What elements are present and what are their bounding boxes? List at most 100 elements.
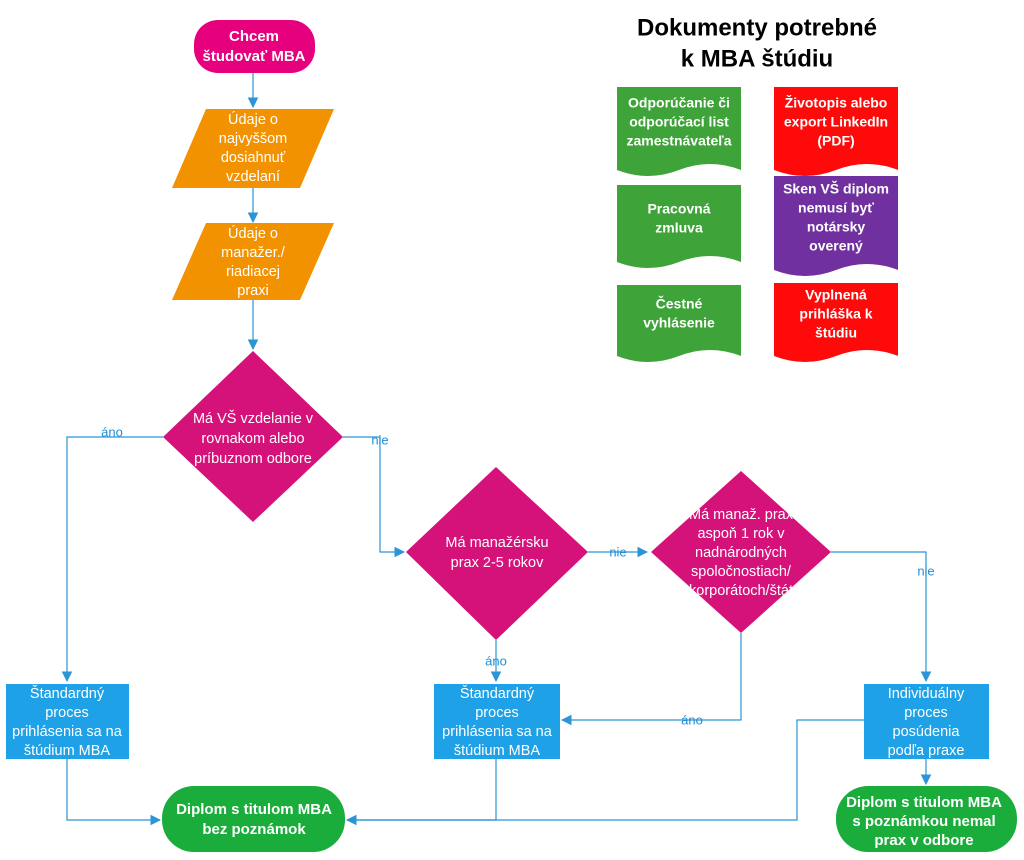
edge-process1-to-terminal1: [66, 759, 162, 826]
edge-process2-to-terminal1: [345, 759, 497, 826]
document-cv-line-2: export LinkedIn: [784, 114, 888, 130]
document-diploma-line-2: nemusí byť: [798, 200, 874, 216]
terminal-note-line-2: s poznámkou nemal: [852, 813, 995, 830]
document-shape-cv: [774, 87, 898, 176]
input-node-education: Údaje o najvyššom dosiahnuť vzdelaní: [172, 109, 334, 188]
process-standard-1-line-3: prihlásenia sa na: [12, 724, 123, 740]
process-individual-line-3: posúdenia: [893, 724, 961, 740]
document-shape-recommendation: [617, 87, 741, 176]
edge-labels: áno nie nie áno nie áno: [101, 424, 935, 727]
document-shape-diploma-scan: [774, 176, 898, 276]
edge-label-no-3: nie: [917, 563, 934, 578]
terminal-node-diploma-note: Diplom s titulom MBA s poznámkou nemal p…: [836, 786, 1017, 852]
process-standard-1-line-1: Štandardný: [30, 685, 105, 702]
document-application-line-3: štúdiu: [815, 325, 857, 341]
edge-label-yes-1: áno: [101, 424, 123, 439]
input-practice-line-1: Údaje o: [228, 225, 278, 242]
document-diploma-line-3: notársky: [807, 219, 866, 235]
terminal-note-line-3: prax v odbore: [874, 832, 973, 849]
document-recommendation-line-1: Odporúčanie či: [628, 95, 730, 111]
document-diploma-line-1: Sken VŠ diplom: [783, 180, 889, 197]
process-shape-standard-2: [434, 684, 560, 759]
process-standard-1-line-4: štúdium MBA: [24, 743, 111, 759]
document-declaration: Čestné vyhlásenie: [617, 285, 741, 362]
decision-degree-line-3: príbuznom odbore: [194, 451, 312, 467]
edge-process3-to-terminal1: [347, 719, 864, 821]
edge-decision3-no: [831, 551, 932, 683]
process-individual-line-1: Individuálny: [888, 686, 965, 702]
document-cv-line-1: Životopis alebo: [785, 94, 888, 111]
edge-label-no-2: nie: [609, 544, 626, 559]
decision-practice-line-2: prax 2-5 rokov: [451, 555, 544, 571]
document-diploma-line-4: overený: [809, 238, 863, 254]
document-cv-line-3: (PDF): [817, 133, 854, 149]
edge-decision3-yes: [560, 633, 742, 726]
input-practice-line-2: manažer./: [221, 245, 286, 261]
start-label-line-2: študovať MBA: [202, 48, 305, 65]
edge-label-yes-3: áno: [681, 712, 703, 727]
document-application-line-2: prihláška k: [799, 306, 872, 322]
process-shape-individual: [864, 684, 989, 759]
document-work-contract: Pracovná zmluva: [617, 185, 741, 268]
process-standard-2-line-1: Štandardný: [460, 685, 535, 702]
edge-label-yes-2: áno: [485, 653, 507, 668]
document-recommendation-line-2: odporúčací list: [629, 114, 729, 130]
decision-shape-practice-years: [406, 467, 588, 640]
document-cv: Životopis alebo export LinkedIn (PDF): [774, 87, 898, 176]
process-node-standard-1: Štandardný proces prihlásenia sa na štúd…: [6, 684, 129, 759]
document-contract-line-1: Pracovná: [647, 201, 710, 217]
input-practice-line-4: praxi: [237, 283, 268, 299]
document-contract-line-2: zmluva: [655, 220, 703, 236]
edge-label-no-1: nie: [371, 432, 388, 447]
input-shape-practice: [172, 223, 334, 300]
process-shape-standard-1: [6, 684, 129, 759]
document-shape-application: [774, 283, 898, 362]
decision-degree-line-2: rovnakom alebo: [201, 431, 304, 447]
document-application: Vyplnená prihláška k štúdiu: [774, 283, 898, 362]
input-education-line-1: Údaje o: [228, 111, 278, 128]
document-declaration-line-2: vyhlásenie: [643, 315, 715, 331]
terminal-plain-line-1: Diplom s titulom MBA: [176, 801, 332, 818]
connectors: [61, 73, 932, 826]
decision-multinational-line-2: aspoň 1 rok v: [697, 526, 785, 542]
decision-shape-multinational: [651, 471, 831, 633]
document-shape-declaration: [617, 285, 741, 362]
decision-node-degree: Má VŠ vzdelanie v rovnakom alebo príbuzn…: [163, 351, 343, 522]
decision-multinational-line-1: Má manaž. prax: [689, 507, 794, 523]
process-node-standard-2: Štandardný proces prihlásenia sa na štúd…: [434, 684, 560, 759]
input-education-line-3: dosiahnuť: [221, 150, 286, 166]
decision-shape-degree: [163, 351, 343, 522]
process-node-individual: Individuálny proces posúdenia podľa prax…: [864, 684, 989, 759]
decision-multinational-line-4: spoločnostiach/: [691, 564, 792, 580]
document-diploma-scan: Sken VŠ diplom nemusí byť notársky overe…: [774, 176, 898, 276]
terminal-plain-line-2: bez poznámok: [202, 821, 306, 838]
process-individual-line-4: podľa praxe: [888, 743, 965, 759]
input-education-line-4: vzdelaní: [226, 169, 280, 185]
document-recommendation: Odporúčanie či odporúčací list zamestnáv…: [617, 87, 741, 176]
edge-decision1-no: [343, 436, 406, 558]
process-standard-2-line-4: štúdium MBA: [454, 743, 541, 759]
input-shape-education: [172, 109, 334, 188]
process-individual-line-2: proces: [904, 705, 948, 721]
edge-decision1-yes: [61, 436, 163, 683]
decision-degree-line-1: Má VŠ vzdelanie v: [193, 410, 314, 427]
process-standard-2-line-2: proces: [475, 705, 519, 721]
terminal-shape-diploma-note: [836, 786, 1017, 852]
terminal-shape-diploma-plain: [162, 786, 345, 852]
decision-practice-line-1: Má manažérsku: [445, 535, 548, 551]
title-line-1: Dokumenty potrebné: [637, 14, 877, 41]
title-line-2: k MBA štúdiu: [681, 45, 833, 72]
start-node: Chcem študovať MBA: [194, 20, 315, 73]
document-declaration-line-1: Čestné: [656, 295, 703, 312]
input-education-line-2: najvyššom: [219, 131, 288, 147]
decision-multinational-line-3: nadnárodných: [695, 545, 787, 561]
terminal-node-diploma-plain: Diplom s titulom MBA bez poznámok: [162, 786, 345, 852]
process-standard-2-line-3: prihlásenia sa na: [442, 724, 553, 740]
document-recommendation-line-3: zamestnávateľa: [626, 133, 731, 149]
start-label-line-1: Chcem: [229, 28, 279, 45]
document-application-line-1: Vyplnená: [805, 287, 867, 303]
start-shape: [194, 20, 315, 73]
input-practice-line-3: riadiacej: [226, 264, 280, 280]
decision-multinational-line-5: korporátoch/štát: [689, 583, 793, 599]
